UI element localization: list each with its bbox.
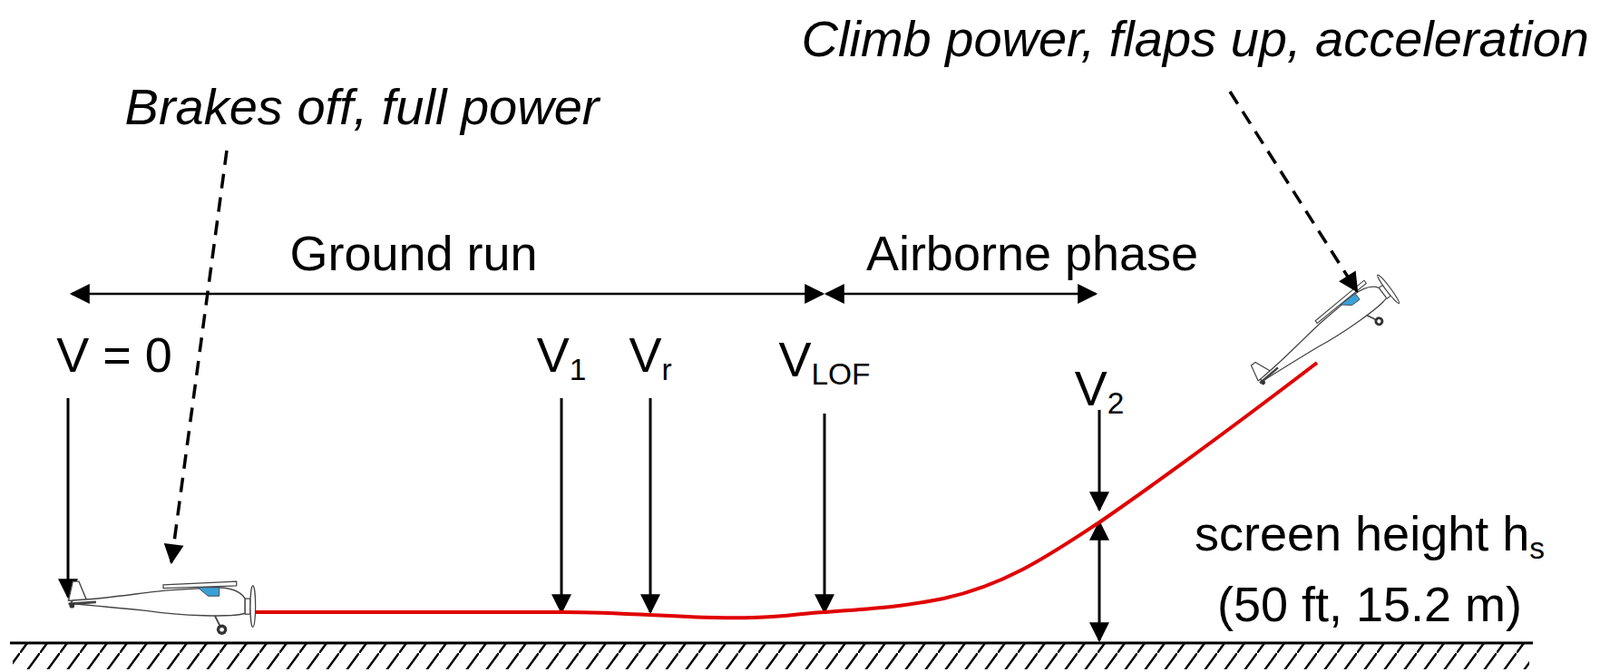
phase-label: Airborne phase bbox=[866, 228, 1199, 278]
dimension-label: (50 ft, 15.2 m) bbox=[1217, 579, 1522, 629]
annotation-note: Brakes off, full power bbox=[125, 81, 600, 133]
speed-label: VLOF bbox=[778, 334, 870, 384]
annotation-note: Climb power, flaps up, acceleration bbox=[801, 13, 1590, 65]
speed-label: Vr bbox=[628, 330, 672, 380]
speed-label: V = 0 bbox=[52, 330, 176, 380]
phase-label: Ground run bbox=[289, 228, 537, 278]
speed-label: V2 bbox=[1074, 363, 1125, 413]
dimension-label: screen height hs bbox=[1194, 508, 1545, 558]
speed-label: V1 bbox=[536, 330, 587, 380]
